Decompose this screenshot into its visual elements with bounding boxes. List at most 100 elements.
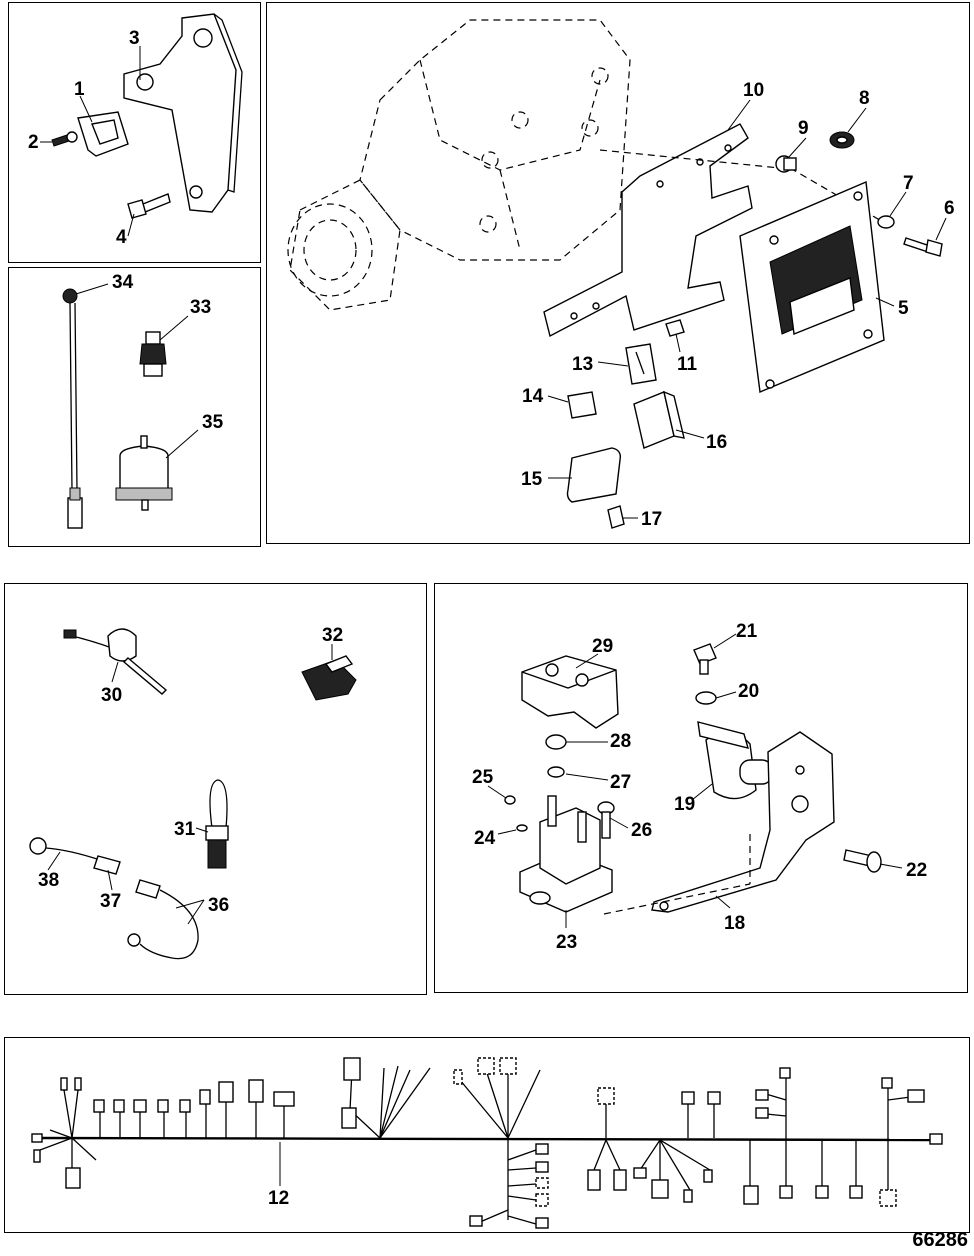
part-29-cover <box>521 655 619 729</box>
leader-8 <box>847 107 867 133</box>
part-6-bolt <box>903 237 943 257</box>
callout-19: 19 <box>674 794 695 815</box>
leader-13 <box>597 361 629 367</box>
callout-2: 2 <box>28 132 39 153</box>
callout-33: 33 <box>190 297 211 318</box>
leader-14 <box>547 395 569 403</box>
part-30-temp-sensor <box>63 628 168 695</box>
leader-6 <box>935 217 947 241</box>
leader-35 <box>165 429 199 459</box>
part-34-knock-sensor <box>62 288 83 529</box>
assembly-line-bracket-ecm <box>599 149 781 169</box>
panel-sensor-leads <box>4 583 427 995</box>
part-28-nut <box>545 734 567 750</box>
callout-25: 25 <box>472 767 494 788</box>
part-31-jumper-lead <box>205 779 229 869</box>
part-1-clamp <box>77 111 129 157</box>
part-2-screw <box>51 131 78 147</box>
part-20-washer <box>695 691 717 705</box>
leader-18 <box>715 895 731 909</box>
leader-34 <box>75 283 109 295</box>
part-15-fuse-cover <box>566 447 622 503</box>
leader-36a <box>175 899 205 909</box>
leader-27 <box>565 773 609 781</box>
callout-26: 26 <box>631 820 652 841</box>
part-7-washer <box>877 215 895 229</box>
part-11-screw <box>665 319 685 337</box>
leader-30 <box>111 661 119 683</box>
leader-24 <box>497 829 517 835</box>
part-5-ecm <box>739 180 885 394</box>
part-33-pressure-sender <box>139 331 167 377</box>
engine-block-dashed <box>287 19 631 311</box>
part-38-ground-lead <box>29 837 101 861</box>
callout-38: 38 <box>38 870 59 891</box>
part-24-washer <box>516 824 528 832</box>
part-27-washer <box>547 766 565 778</box>
leader-36b <box>187 899 205 925</box>
callout-22: 22 <box>906 860 927 881</box>
part-19-relay <box>697 721 773 800</box>
callout-28: 28 <box>610 731 631 752</box>
callout-16: 16 <box>706 432 727 453</box>
callout-13: 13 <box>572 354 593 375</box>
leader-37 <box>107 869 113 891</box>
part-32-connector <box>301 655 357 701</box>
callout-31: 31 <box>174 819 196 840</box>
callout-32: 32 <box>322 625 343 646</box>
leader-33 <box>159 315 189 341</box>
callout-5: 5 <box>898 298 909 319</box>
callout-27: 27 <box>610 772 631 793</box>
part-26-screw <box>597 801 615 839</box>
callout-17: 17 <box>641 509 662 530</box>
callout-34: 34 <box>112 272 134 293</box>
part-14-clip <box>567 391 597 419</box>
part-4-bolt <box>127 193 171 219</box>
callout-35: 35 <box>202 412 224 433</box>
leader-21 <box>713 633 737 649</box>
leader-38 <box>47 851 61 871</box>
callout-21: 21 <box>736 621 758 642</box>
part-16-relay <box>633 390 685 449</box>
callout-6: 6 <box>944 198 955 219</box>
assembly-line-18 <box>603 883 751 915</box>
part-17-fuse <box>607 505 625 529</box>
callout-3: 3 <box>129 28 140 49</box>
leader-10 <box>727 99 751 131</box>
part-10-mount-bracket <box>543 123 753 338</box>
leader-11 <box>675 333 681 353</box>
callout-23: 23 <box>556 932 577 953</box>
callout-4: 4 <box>116 227 127 248</box>
part-21-bolt <box>693 643 717 675</box>
callout-8: 8 <box>859 88 870 109</box>
callout-18: 18 <box>724 913 745 934</box>
callout-29: 29 <box>592 636 613 657</box>
figure-number: 66286 <box>912 1229 968 1251</box>
assembly-line-ecm-bolt <box>789 167 891 227</box>
part-36-harness-lead <box>127 879 199 960</box>
part-18-bracket <box>651 731 835 913</box>
leader-9 <box>787 137 807 159</box>
leader-16 <box>675 429 705 439</box>
leader-19 <box>691 783 713 801</box>
part-23-solenoid <box>519 795 613 913</box>
leader-4 <box>127 213 135 237</box>
callout-37: 37 <box>100 891 121 912</box>
leader-29 <box>575 653 599 669</box>
leader-5 <box>875 297 895 307</box>
callout-12: 12 <box>268 1188 289 1209</box>
leader-25 <box>487 785 507 799</box>
callout-14: 14 <box>522 386 544 407</box>
part-12-wiring-harness <box>31 1057 943 1229</box>
leader-7 <box>889 191 907 217</box>
part-13-relay-bracket <box>625 343 657 385</box>
part-25-nut <box>504 795 516 805</box>
callout-10: 10 <box>743 80 764 101</box>
callout-15: 15 <box>521 469 543 490</box>
part-8-grommet <box>829 131 855 149</box>
callout-30: 30 <box>101 685 122 706</box>
callout-20: 20 <box>738 681 759 702</box>
leader-20 <box>715 691 737 699</box>
callout-11: 11 <box>677 354 698 375</box>
